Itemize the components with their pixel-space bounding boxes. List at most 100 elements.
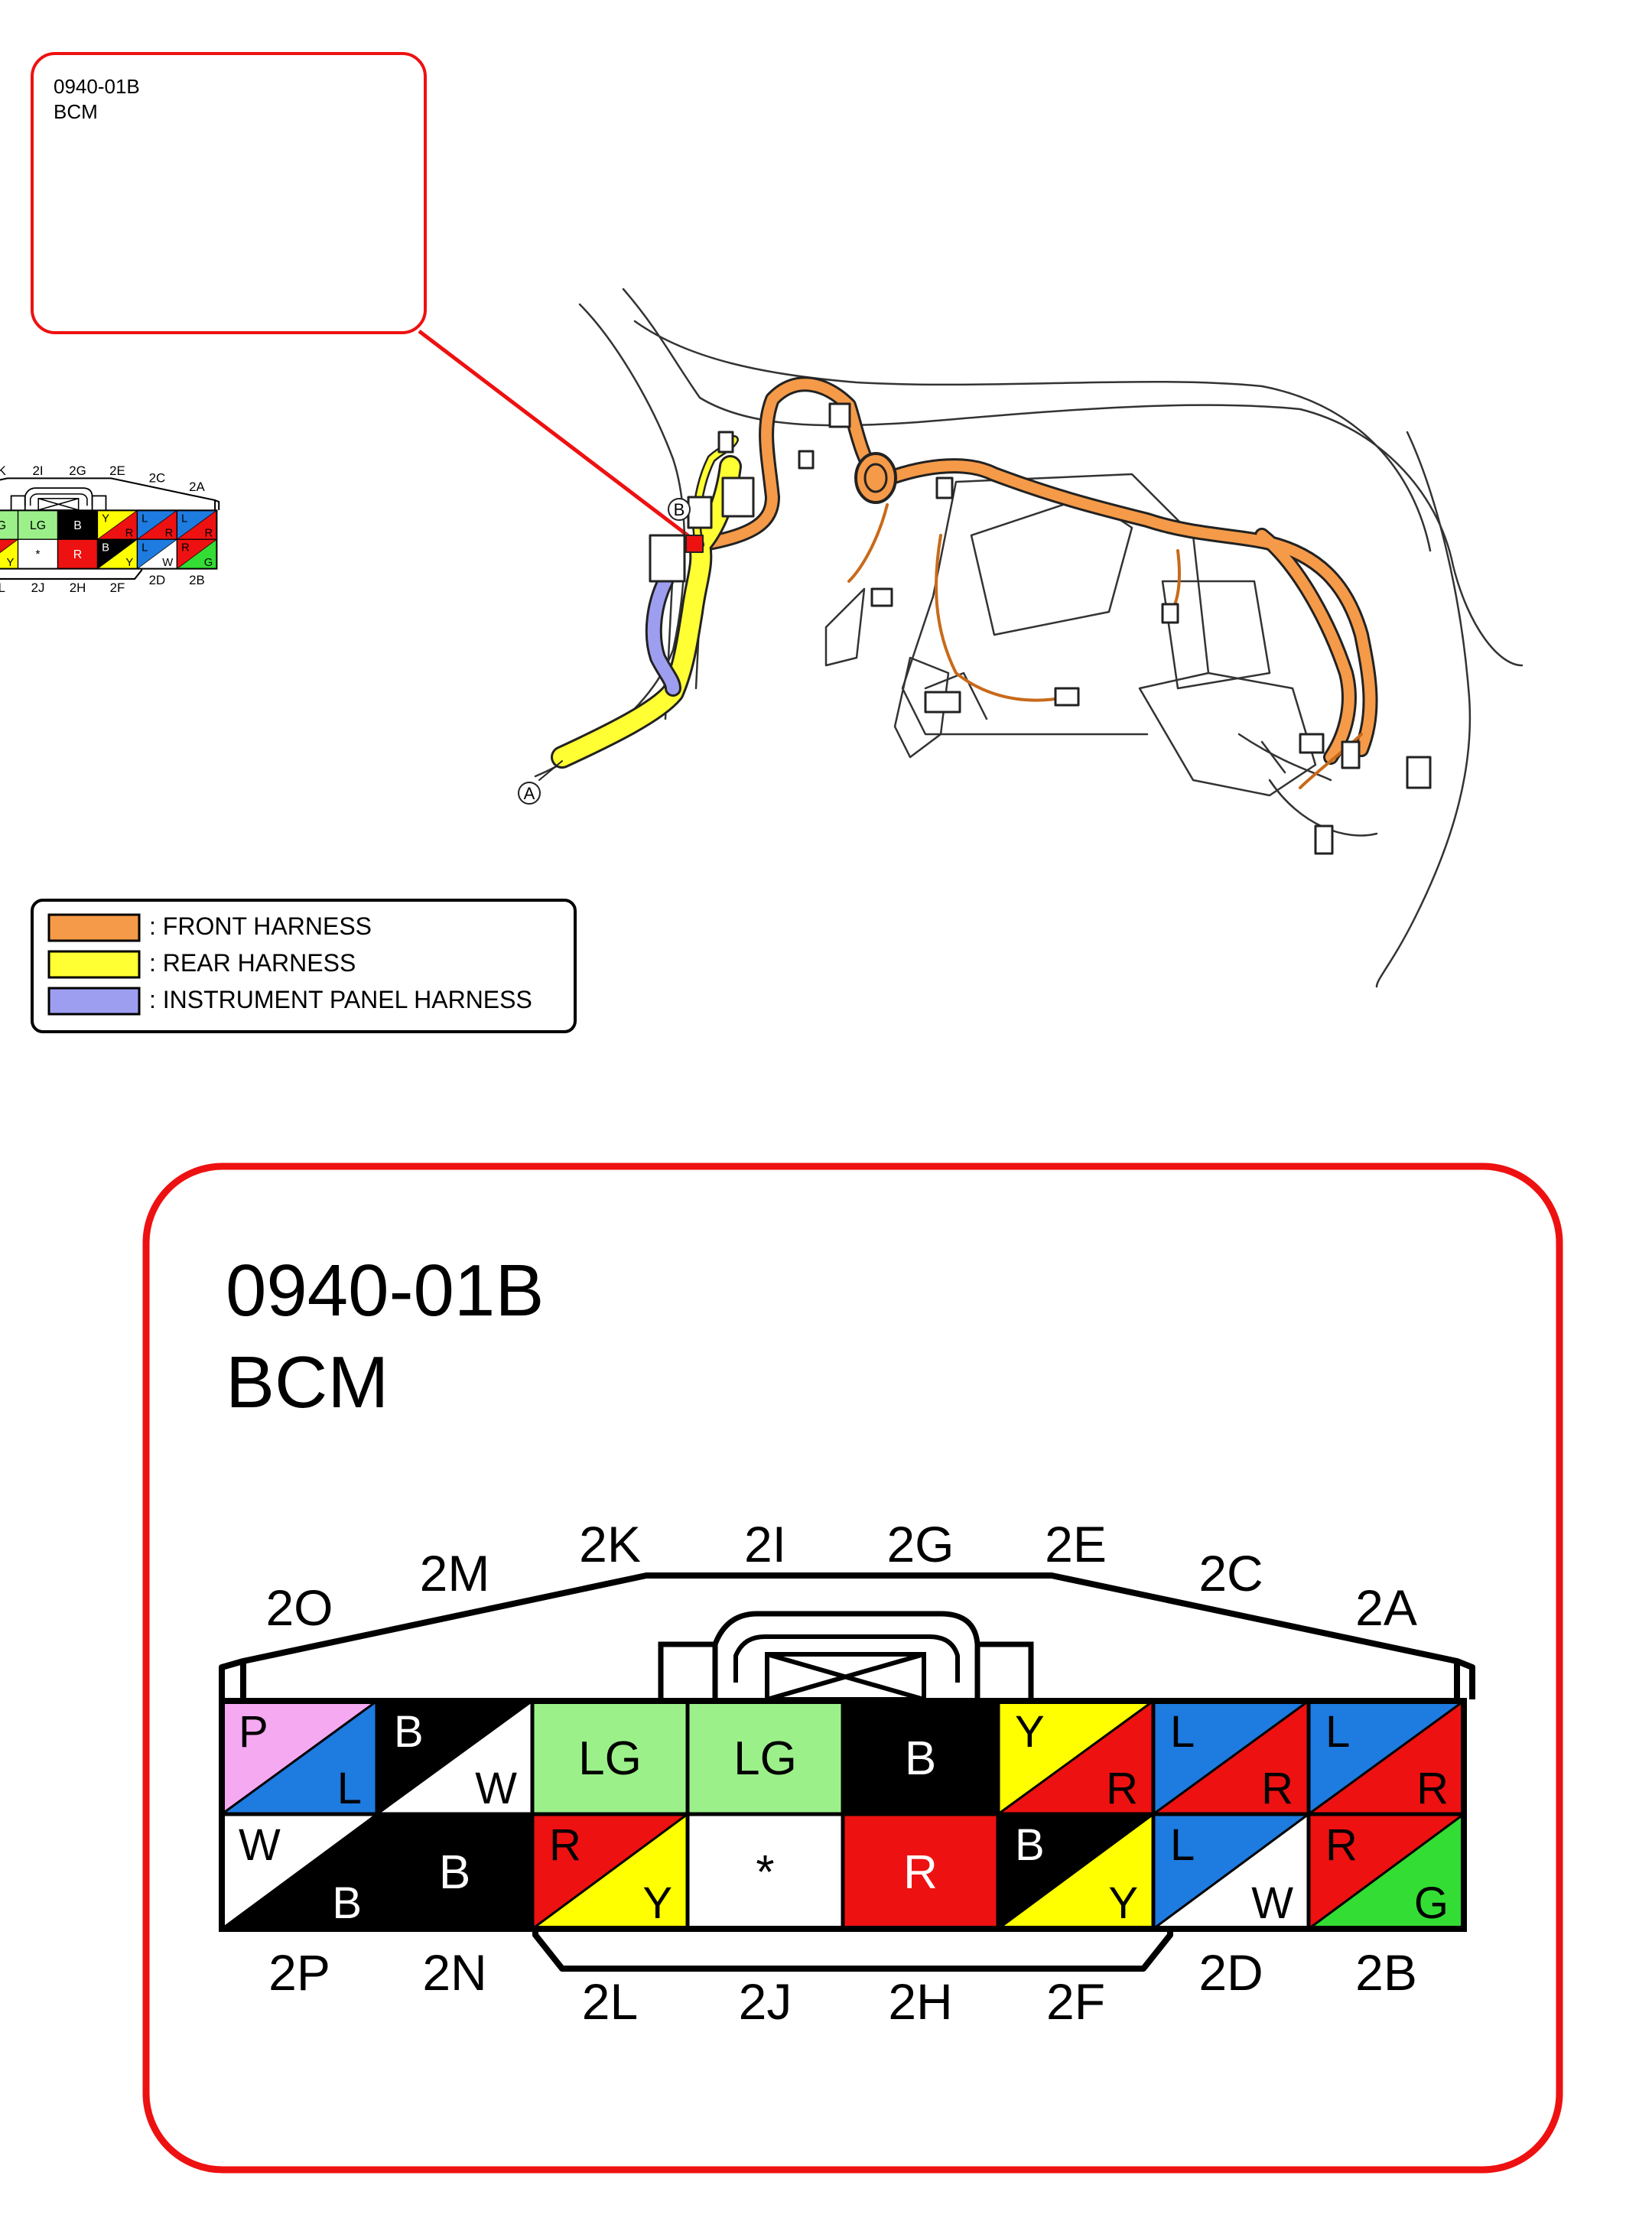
connector-label-2f: 2F <box>1046 1973 1105 2030</box>
small-connector-pin-2f-color-b: Y <box>125 557 133 569</box>
marker-b-circle <box>668 498 691 521</box>
small-connector-label-2g: 2G <box>69 463 86 478</box>
small-connector-housing-top <box>0 477 220 510</box>
connector-label-2n: 2N <box>422 1944 486 2001</box>
small-connector-label-2i: 2I <box>32 463 43 478</box>
small-connector-housing-bottom <box>0 568 143 580</box>
connector-pin-2a: LR <box>1306 1699 1466 1816</box>
connector-label-2c: 2C <box>1198 1545 1263 1602</box>
legend-front-label: : FRONT HARNESS <box>149 912 372 940</box>
connector-pin-2k: LG <box>530 1699 690 1816</box>
connector-pin-2g: B <box>841 1699 1000 1816</box>
legend-rear-swatch <box>47 950 141 979</box>
legend-front-swatch <box>47 913 141 942</box>
connector-pin-2n-color: B <box>439 1846 470 1899</box>
connector-housing-bottom <box>532 1929 1173 1972</box>
small-connector-pin-2g: B <box>57 509 99 540</box>
small-connector-pin-2h-color: R <box>73 548 82 561</box>
legend-ip-label: : INSTRUMENT PANEL HARNESS <box>149 986 532 1013</box>
connector-pin-2f: BY <box>996 1812 1156 1931</box>
connector-pin-2e-color-a: Y <box>1015 1707 1045 1757</box>
connector-pin-2o-color-b: L <box>337 1764 362 1813</box>
harness-connectors <box>649 402 1432 855</box>
connector-pin-2a-color-a: L <box>1325 1707 1350 1757</box>
connector-latch <box>712 1611 980 1683</box>
connector-pin-2l: RY <box>530 1812 690 1931</box>
instrument-panel-harness <box>647 575 679 694</box>
connector-pin-2h: R <box>841 1812 1000 1931</box>
small-callout-frame <box>31 52 427 334</box>
connector-label-2l: 2L <box>582 1973 638 2030</box>
small-connector-pin-2a-color-a: L <box>181 513 187 525</box>
connector-pin-2f-color-a: B <box>1015 1820 1045 1870</box>
small-connector-pin-2c: LR <box>136 509 178 540</box>
small-connector-latch-window <box>37 497 80 511</box>
connector-label-2b: 2B <box>1355 1944 1417 2001</box>
small-connector-pin-2j-color: * <box>35 548 40 561</box>
connector-label-2a: 2A <box>1355 1579 1417 1636</box>
connector-pin-2m: BW <box>375 1699 535 1816</box>
connector-pin-2p: WB <box>220 1812 379 1931</box>
small-connector-pin-2l-color-b: Y <box>7 557 15 569</box>
connector-pin-2f-color-b: Y <box>1108 1878 1138 1928</box>
connector-pin-2l-color-a: R <box>549 1820 581 1870</box>
connector-label-2k: 2K <box>579 1516 641 1572</box>
small-connector-pin-2g-color: B <box>73 519 82 532</box>
small-connector-label-2e: 2E <box>109 463 125 478</box>
connector-pin-2m-color-b: W <box>475 1764 517 1813</box>
small-connector-callout: 0940-01B BCM PLBWLGLGBYRLRLRWBBRY*RBYLWR… <box>0 52 427 595</box>
connector-pin-2m-color-a: B <box>394 1707 424 1757</box>
connector-pin-2o-color-a: P <box>239 1707 268 1757</box>
small-connector-label-2h: 2H <box>70 580 86 595</box>
connector-pin-2e-color-b: R <box>1106 1764 1138 1813</box>
small-connector-label-2a: 2A <box>189 480 205 494</box>
small-connector-pin-2k: LG <box>0 509 19 540</box>
connector-pin-2e: YR <box>996 1699 1156 1816</box>
connector-name: BCM <box>226 1341 389 1423</box>
connector-label-2p: 2P <box>268 1944 330 2001</box>
legend-rear-label: : REAR HARNESS <box>149 949 356 977</box>
connector-pin-2j-color: * <box>756 1846 774 1899</box>
connector-label-2g: 2G <box>886 1516 954 1572</box>
connector-label-2e: 2E <box>1045 1516 1107 1572</box>
bcm-location-marker <box>685 535 704 553</box>
small-connector-pin-2l: RY <box>0 538 19 570</box>
connector-pin-2d: LW <box>1151 1812 1311 1931</box>
marker-b-label: B <box>674 500 685 519</box>
small-connector-pin-2a: LR <box>176 509 218 540</box>
legend-ip-swatch <box>47 987 141 1016</box>
small-connector-pin-grid-frame <box>0 509 218 570</box>
connector-latch-window <box>765 1652 926 1702</box>
connector-pin-2c-color-a: L <box>1170 1707 1195 1757</box>
connector-pin-2h-color: R <box>903 1846 938 1899</box>
connector-label-2h: 2H <box>888 1973 952 2030</box>
small-connector-name: BCM <box>54 100 98 123</box>
small-connector-label-2f: 2F <box>110 580 125 595</box>
connector-label-2d: 2D <box>1198 1944 1263 2001</box>
connector-pin-2i-color: LG <box>733 1732 797 1785</box>
small-connector-pin-2b-color-b: G <box>204 557 213 569</box>
small-connector-pin-2c-color-a: L <box>141 513 148 525</box>
small-connector-pin-2j: * <box>17 538 59 570</box>
small-connector-latch <box>24 487 93 506</box>
connector-pin-2b: RG <box>1306 1812 1466 1931</box>
connector-pin-2a-color-b: R <box>1416 1764 1449 1813</box>
marker-a-label: A <box>524 784 535 803</box>
small-connector-pin-2e-color-a: Y <box>102 513 109 525</box>
harness-legend: : FRONT HARNESS : REAR HARNESS : INSTRUM… <box>31 899 577 1033</box>
small-connector-pin-2b: RG <box>176 538 218 570</box>
small-connector-pin-2f: BY <box>96 538 138 570</box>
connector-label-2o: 2O <box>265 1579 333 1636</box>
connector-pin-2k-color: LG <box>578 1732 642 1785</box>
small-connector-pin-2k-color: LG <box>0 519 6 532</box>
connector-pin-2n: B <box>375 1812 535 1931</box>
small-connector-pin-2i-color: LG <box>30 519 46 532</box>
small-connector-label-2j: 2J <box>31 580 45 595</box>
grommet <box>854 452 897 504</box>
small-connector-label-2k: 2K <box>0 463 7 478</box>
small-connector-pin-2d-color-a: L <box>141 542 148 554</box>
legend-frame <box>31 899 577 1033</box>
connector-label-2j: 2J <box>739 1973 792 2030</box>
